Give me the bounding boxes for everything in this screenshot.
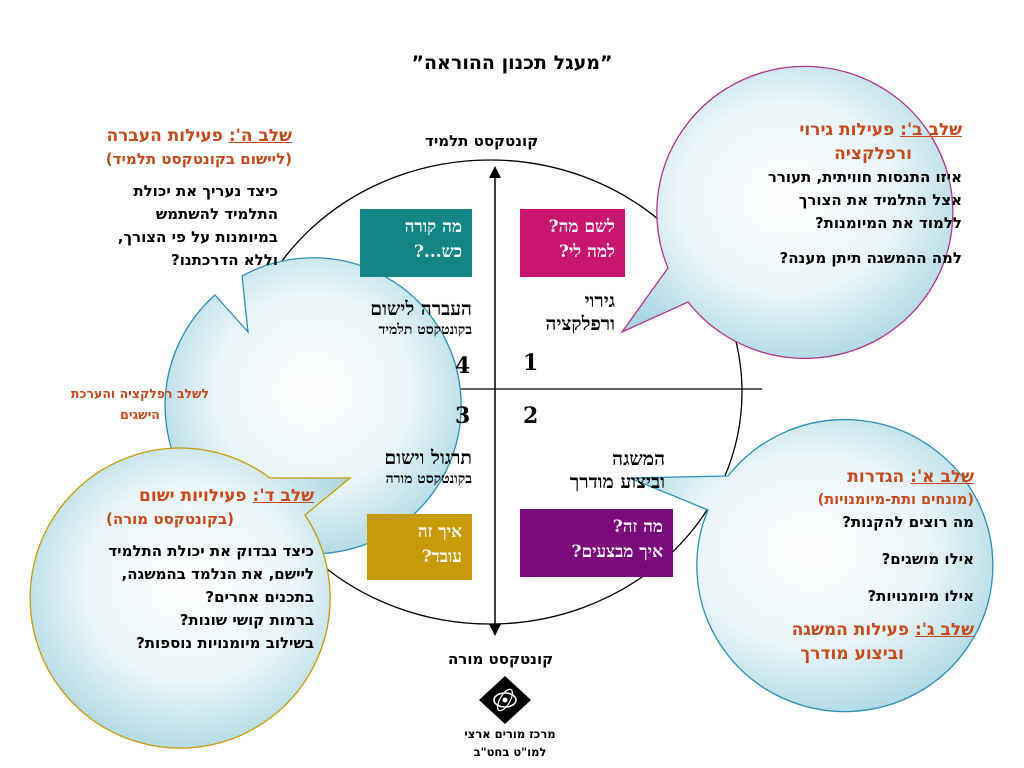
axis-label-top: קונטקסט תלמיד: [425, 132, 539, 150]
stage-b-body2: למה ההמשגה תיתן מענה?: [779, 249, 962, 267]
bubble-stage-d: [29, 447, 352, 749]
stage-b-content: שלב ב': פעילות גירוי ורפלקציה איזו התנסו…: [690, 118, 962, 270]
stage-b-title-line2: ורפלקציה: [834, 144, 912, 164]
quadrant-4-number: 4: [455, 353, 471, 379]
quadrant-3-question-box: איך זה עובד?: [367, 514, 472, 580]
quadrant-3-number: 3: [455, 403, 471, 429]
quadrant-1-label-line: ורפלקציה: [545, 313, 615, 335]
stage-c-title-line2: וביצוע מודרך: [800, 644, 904, 664]
quadrant-2-question-box: מה זה? איך מבצעים?: [520, 509, 673, 577]
quadrant-1-question-line: למה לי?: [558, 242, 615, 262]
quadrant-1-question-line: לשם מה?: [548, 217, 615, 237]
side-note-line: לשלב רפלקציה והערכת: [70, 386, 210, 401]
stage-e-body-line: כיצד נעריך את יכולת: [133, 182, 278, 200]
bubble-stage-a: [629, 418, 994, 713]
stage-a-content: שלב א': הגדרות (מונחים ותת-מיומנויות) מה…: [716, 465, 974, 666]
stage-e-title: שלב ה': פעילות העברה: [30, 124, 292, 148]
stage-b-title-rest: פעילות גירוי: [799, 120, 901, 140]
stage-e-body-line: וללא הדרכתנו?: [171, 251, 278, 269]
stage-e-title-rest: פעילות העברה: [106, 126, 229, 146]
stage-a-line: אילו מיומנויות?: [867, 587, 974, 605]
quadrant-2-label: המשגה וביצוע מודרך: [515, 448, 665, 494]
quadrant-4-label: העברה לישום: [370, 298, 472, 320]
stage-d-body-line: כיצד נבדוק את יכולת התלמיד: [108, 542, 314, 560]
quadrant-3-question-line: איך זה: [417, 522, 462, 542]
side-note: לשלב רפלקציה והערכת הישגים: [35, 383, 245, 425]
org-name-line: למו"ט בחט"ב: [473, 745, 547, 759]
stage-d-subtitle: (בקונטקסט מורה): [105, 510, 234, 528]
stage-e-body-line: במיומנות על פי הצורך,: [117, 228, 278, 246]
axis-label-bottom: קונטקסט מורה: [448, 650, 554, 668]
stage-a-title-rest: הגדרות: [847, 467, 911, 487]
quadrant-4-question-line: כש...?: [413, 242, 462, 262]
stage-b-body-line: אצל התלמיד את הצורך: [798, 191, 962, 209]
quadrant-2-label-line: המשגה: [612, 448, 665, 470]
stage-d-title-rest: פעילויות ישום: [139, 486, 253, 506]
quadrant-2-number: 2: [523, 403, 539, 429]
quadrant-2-question-line: מה זה?: [612, 517, 663, 537]
stage-d-body-line: בתכנים אחרים?: [205, 588, 314, 606]
quadrant-1-label: גירוי ורפלקציה: [515, 290, 615, 336]
quadrant-1-question-box: לשם מה? למה לי?: [520, 209, 625, 277]
stage-d-title-prefix: שלב ד':: [252, 486, 314, 506]
quadrant-4-question-box: מה קורה כש...?: [360, 209, 472, 277]
stage-d-body-line: ברמות קושי שונות?: [179, 611, 314, 629]
quadrant-4-sublabel: בקונטקסט תלמיד: [378, 322, 472, 338]
stage-a-subtitle: (מונחים ותת-מיומנויות): [817, 492, 974, 508]
stage-a-title-prefix: שלב א':: [910, 467, 974, 487]
stage-c-title-prefix: שלב ג':: [914, 620, 974, 640]
stage-a-line: מה רוצים להקנות?: [842, 513, 974, 531]
stage-e-title-prefix: שלב ה':: [228, 126, 292, 146]
quadrant-3-question-line: עובד?: [421, 547, 462, 567]
stage-e-content: שלב ה': פעילות העברה (ליישום בקונטקסט תל…: [30, 124, 292, 272]
org-name: מרכז מורים ארצי למו"ט בחט"ב: [430, 725, 590, 761]
stage-d-title: שלב ד': פעילויות ישום: [34, 484, 314, 508]
logo-icon: [479, 676, 531, 724]
stage-b-title: שלב ב': פעילות גירוי: [690, 118, 962, 142]
bubble-stage-b: [620, 65, 954, 360]
quadrant-2-label-line: וביצוע מודרך: [569, 471, 665, 493]
quadrant-3-sublabel: בקונטקסט מורה: [385, 471, 472, 487]
stage-b-title-prefix: שלב ב':: [900, 120, 962, 140]
quadrant-1-label-line: גירוי: [584, 290, 615, 312]
stage-a-title: שלב א': הגדרות: [716, 465, 974, 489]
stage-b-body-line: איזו התנסות חוויתית, תעורר: [767, 168, 962, 186]
page-title: ”מעגל תכנון ההוראה”: [411, 52, 613, 74]
stage-b-body-line: ללמוד את המיומנות?: [814, 214, 962, 232]
stage-e-subtitle: (ליישום בקונטקסט תלמיד): [105, 150, 292, 168]
stage-c-title: שלב ג': פעילות המשגה: [716, 618, 974, 642]
stage-a-line: אילו מושגים?: [881, 550, 974, 568]
side-note-line: הישגים: [120, 407, 160, 422]
stage-c-title-rest: פעילות המשגה: [791, 620, 915, 640]
stage-d-body-line: ליישם, את הנלמד בהמשגה,: [121, 565, 315, 583]
quadrant-3-label: תרגול וישום: [384, 447, 472, 469]
org-name-line: מרכז מורים ארצי: [464, 727, 556, 741]
quadrant-1-number: 1: [523, 350, 539, 376]
quadrant-4-question-line: מה קורה: [404, 217, 462, 237]
quadrant-2-question-line: איך מבצעים?: [571, 542, 663, 562]
stage-e-body-line: התלמיד להשתמש: [155, 205, 278, 223]
stage-d-content: שלב ד': פעילויות ישום (בקונטקסט מורה) כי…: [34, 484, 314, 655]
stage-d-body-line: בשילוב מיומנויות נוספות?: [136, 634, 314, 652]
